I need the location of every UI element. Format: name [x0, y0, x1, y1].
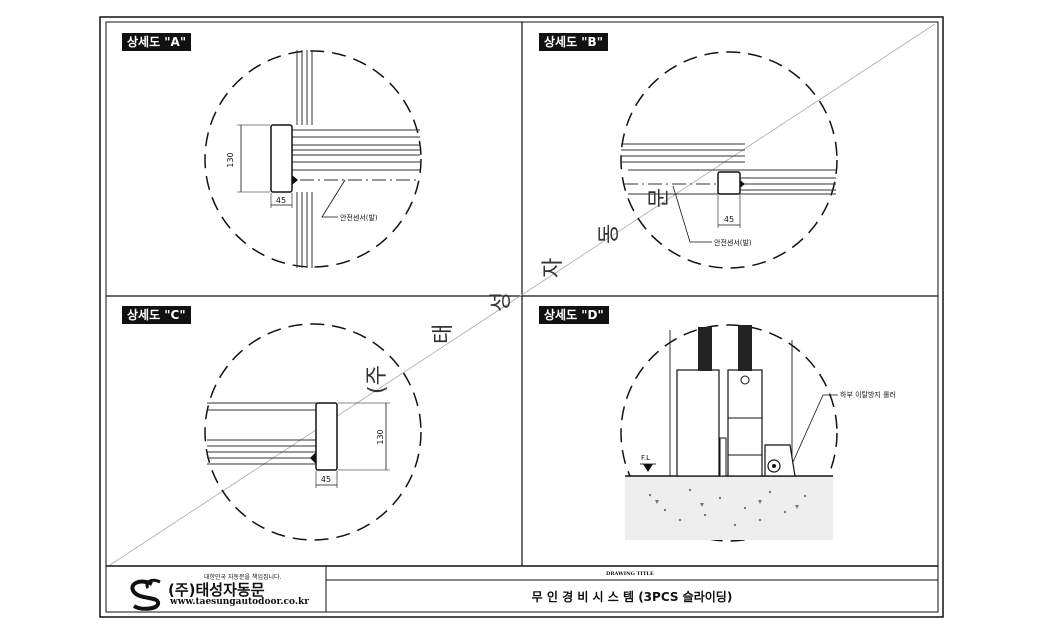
watermark-diagonal	[109, 23, 936, 566]
company-logo-icon	[130, 578, 161, 611]
detail-a: 130 45 안전센서(발)	[204, 50, 422, 268]
company-name: (주)태성자동문	[168, 581, 265, 599]
detail-b-callout: 안전센서(발)	[714, 238, 752, 247]
detail-a-callout: 안전센서(발)	[340, 213, 378, 222]
watermark-char: 동	[597, 224, 622, 244]
watermark-char: 태	[431, 324, 456, 344]
detail-d: F.L 하부 이탈방지 롤러	[620, 324, 896, 542]
detail-a-circle	[204, 50, 422, 268]
outer-border	[99, 16, 944, 618]
detail-b-circle	[620, 51, 838, 269]
detail-a-dim-width: 45	[276, 196, 286, 205]
watermark-char: 문	[647, 188, 672, 208]
detail-c-dim-height: 130	[376, 429, 385, 444]
detail-d-floor-label: F.L	[641, 454, 650, 462]
detail-b-dim-width: 45	[724, 215, 734, 224]
detail-b-title: 상세도 "B"	[539, 33, 608, 51]
detail-d-callout: 하부 이탈방지 롤러	[840, 390, 896, 399]
drawing-title-label: DRAWING TITLE	[606, 571, 654, 577]
detail-c-circle	[204, 323, 422, 541]
detail-c-title: 상세도 "C"	[122, 306, 191, 324]
detail-c: 130 45	[204, 323, 422, 541]
watermark-char: 자	[541, 258, 566, 278]
detail-a-title: 상세도 "A"	[122, 33, 192, 51]
watermark-char: (주	[365, 365, 390, 394]
detail-d-circle	[620, 324, 838, 542]
detail-b: 45 안전센서(발)	[620, 51, 838, 269]
drawing-title: 무 인 경 비 시 스 템 (3PCS 슬라이딩)	[531, 590, 733, 604]
detail-d-title: 상세도 "D"	[539, 306, 609, 324]
company-website: www.taesungautodoor.co.kr	[170, 597, 309, 607]
detail-c-dim-width: 45	[321, 475, 331, 484]
company-tagline: 대한민국 자동문을 책임집니다.	[204, 574, 282, 581]
detail-a-dim-height: 130	[226, 152, 235, 167]
watermark-char: 성	[489, 292, 514, 312]
